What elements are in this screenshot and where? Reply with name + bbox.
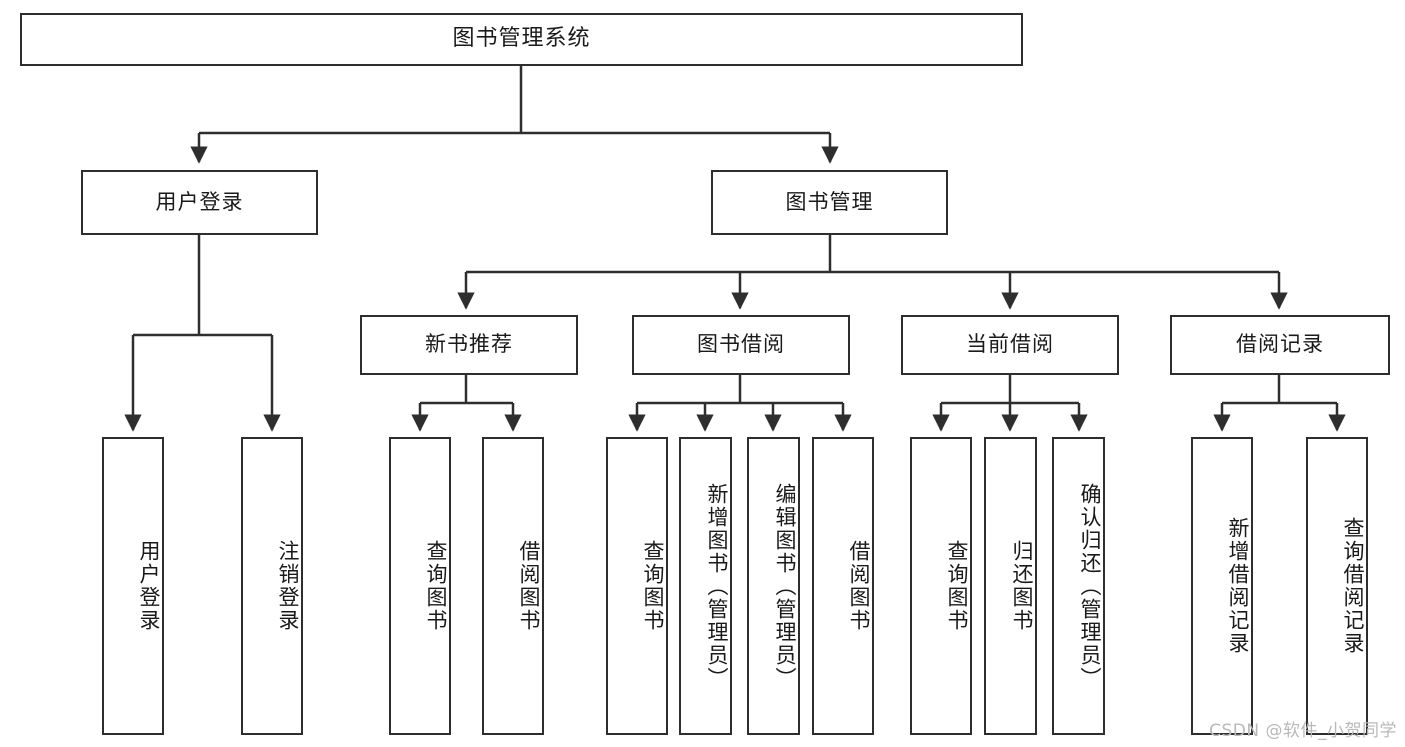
node-current-borrow[interactable]: 当前借阅 (901, 315, 1119, 375)
node-label: 图书管理 (785, 189, 874, 214)
node-label: 借阅记录 (1236, 332, 1324, 357)
node-label: 图书借阅 (697, 332, 785, 357)
node-book-manage[interactable]: 图书管理 (711, 170, 948, 235)
leaf-borrow-book-recommend[interactable]: 借阅图书 (482, 437, 544, 735)
node-label: 用户登录 (155, 189, 244, 214)
node-label: 新书推荐 (425, 332, 513, 357)
node-borrow-record[interactable]: 借阅记录 (1170, 315, 1390, 375)
node-label: 当前借阅 (966, 332, 1054, 357)
leaf-user-login[interactable]: 用户登录 (102, 437, 164, 735)
leaf-add-borrow-record[interactable]: 新增借阅记录 (1191, 437, 1253, 735)
leaf-query-book-borrow[interactable]: 查询图书 (606, 437, 668, 735)
node-label: 查询图书 (945, 540, 969, 632)
node-label: 编辑图书（管理员） (773, 482, 797, 690)
node-book-borrow[interactable]: 图书借阅 (632, 315, 850, 375)
node-user-login[interactable]: 用户登录 (81, 170, 318, 235)
watermark-csdn: CSDN @软件_小贺同学 (1209, 721, 1397, 741)
node-label: 新增借阅记录 (1226, 517, 1250, 655)
node-label: 图书管理系统 (452, 26, 591, 52)
node-root-system[interactable]: 图书管理系统 (20, 13, 1023, 66)
leaf-query-book-current[interactable]: 查询图书 (910, 437, 972, 735)
leaf-add-book-admin[interactable]: 新增图书（管理员） (679, 437, 732, 735)
node-label: 新增图书（管理员） (705, 482, 729, 690)
leaf-logout-login[interactable]: 注销登录 (241, 437, 303, 735)
leaf-confirm-return-admin[interactable]: 确认归还（管理员） (1052, 437, 1105, 735)
node-label: 注销登录 (276, 540, 300, 632)
node-label: 查询图书 (641, 540, 665, 632)
node-label: 借阅图书 (847, 540, 871, 632)
node-label: 查询图书 (424, 540, 448, 632)
leaf-query-borrow-record[interactable]: 查询借阅记录 (1306, 437, 1368, 735)
leaf-return-book[interactable]: 归还图书 (984, 437, 1037, 735)
node-label: 归还图书 (1010, 540, 1034, 632)
node-label: 用户登录 (137, 540, 161, 632)
node-label: 确认归还（管理员） (1078, 482, 1102, 690)
leaf-borrow-book[interactable]: 借阅图书 (812, 437, 874, 735)
leaf-edit-book-admin[interactable]: 编辑图书（管理员） (747, 437, 800, 735)
node-new-book-recommend[interactable]: 新书推荐 (360, 315, 578, 375)
node-label: 查询借阅记录 (1341, 517, 1365, 655)
node-label: 借阅图书 (517, 540, 541, 632)
leaf-query-book-recommend[interactable]: 查询图书 (389, 437, 451, 735)
